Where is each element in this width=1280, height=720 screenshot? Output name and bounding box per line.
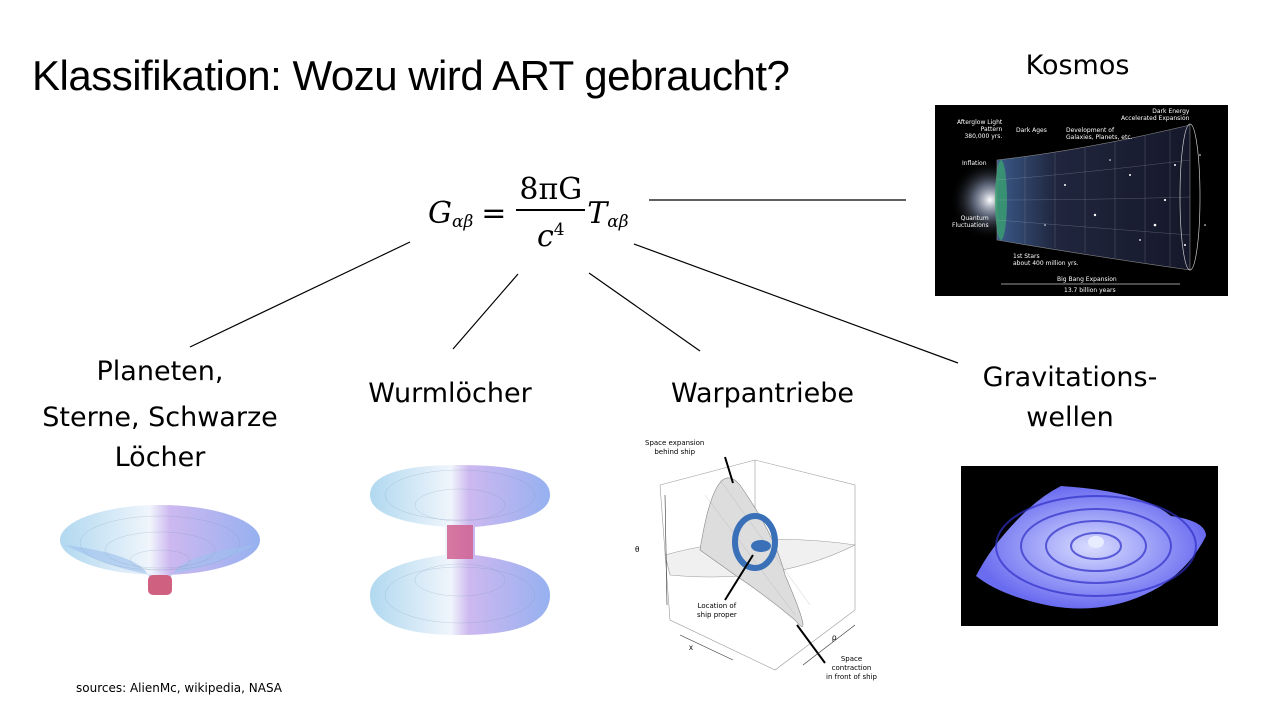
cosmos-label-big-bang: Big Bang Expansion (1057, 276, 1117, 283)
warp-label-contraction-1: Space contraction (831, 655, 872, 672)
label-kosmos: Kosmos (1025, 50, 1130, 81)
black-hole-funnel-image (60, 505, 260, 595)
eq-numerator: 8πG (516, 172, 586, 211)
eq-rhs-sub: αβ (607, 212, 629, 232)
wormhole-image (370, 465, 550, 635)
warp-drive-image: Space expansion behind ship Location of … (625, 435, 880, 681)
label-warpantriebe: Warpantriebe (671, 378, 854, 409)
eq-rhs: T (587, 195, 608, 231)
cosmos-label-dark-energy-2: Accelerated Expansion (1121, 115, 1190, 122)
warp-label-contraction-2: in front of ship (826, 673, 877, 681)
eq-lhs-sub: αβ (451, 212, 474, 232)
cosmos-label-age: 13.7 billion years (1064, 287, 1116, 294)
cosmos-label-quantum-2: Fluctuations (952, 222, 989, 229)
slide-title: Klassifikation: Wozu wird ART gebraucht? (32, 52, 790, 99)
label-line: Planeten, (96, 356, 224, 387)
gravitational-waves-image (961, 466, 1218, 626)
warp-label-expansion-1: Space expansion (645, 439, 705, 447)
label-line: Löcher (114, 442, 206, 473)
warp-label-expansion-2: behind ship (654, 448, 696, 456)
label-planeten-sterne-schwarze-loecher: Planeten, Sterne, Schwarze Löcher (20, 352, 300, 478)
warp-drive-plot (659, 456, 856, 671)
eq-fraction: 8πG c4 (516, 172, 586, 254)
cosmos-label-dark-energy-1: Dark Energy (1152, 108, 1190, 115)
eq-denominator-sup: 4 (553, 219, 565, 240)
sources-footnote: sources: AlienMc, wikipedia, NASA (76, 681, 283, 695)
warp-axis-rho: ρ (832, 633, 837, 642)
label-gravitationswellen: Gravitations- wellen (955, 358, 1185, 438)
warp-label-location-2: ship proper (697, 611, 737, 619)
cosmos-label-dark-ages: Dark Ages (1016, 127, 1047, 134)
label-line: Gravitations- (982, 362, 1158, 393)
warp-axis-theta: θ (635, 545, 640, 554)
connector-wurmloecher (452, 273, 519, 350)
cosmos-label-afterglow-2: Pattern (980, 126, 1003, 133)
label-line: Sterne, Schwarze (42, 402, 278, 433)
cosmos-label-development-2: Galaxies, Planets, etc. (1066, 134, 1133, 141)
cosmos-expansion-illustration (950, 123, 1206, 285)
cosmos-label-afterglow-3: 380,000 yrs. (964, 133, 1003, 140)
eq-denominator: c (536, 218, 554, 254)
cosmos-label-development-1: Development of (1066, 127, 1115, 134)
connector-gravitationswellen (633, 243, 959, 364)
label-wurmloecher: Wurmlöcher (368, 378, 532, 409)
eq-lhs: G (428, 195, 452, 231)
warp-label-location-1: Location of (697, 602, 737, 610)
cosmos-label-inflation: Inflation (962, 160, 987, 167)
warp-axis-x: x (689, 643, 693, 652)
eq-equals: = (481, 195, 507, 231)
label-line: wellen (1026, 402, 1114, 433)
cosmos-label-afterglow-1: Afterglow Light (957, 119, 1003, 126)
cosmos-label-quantum-1: Quantum (960, 215, 989, 222)
connector-planeten (189, 241, 411, 348)
cosmos-label-first-stars-1: 1st Stars (1013, 253, 1040, 260)
gravitational-wave-ripples (976, 486, 1206, 609)
cosmos-label-first-stars-2: about 400 million yrs. (1013, 260, 1079, 267)
connector-warpantriebe (588, 272, 701, 352)
